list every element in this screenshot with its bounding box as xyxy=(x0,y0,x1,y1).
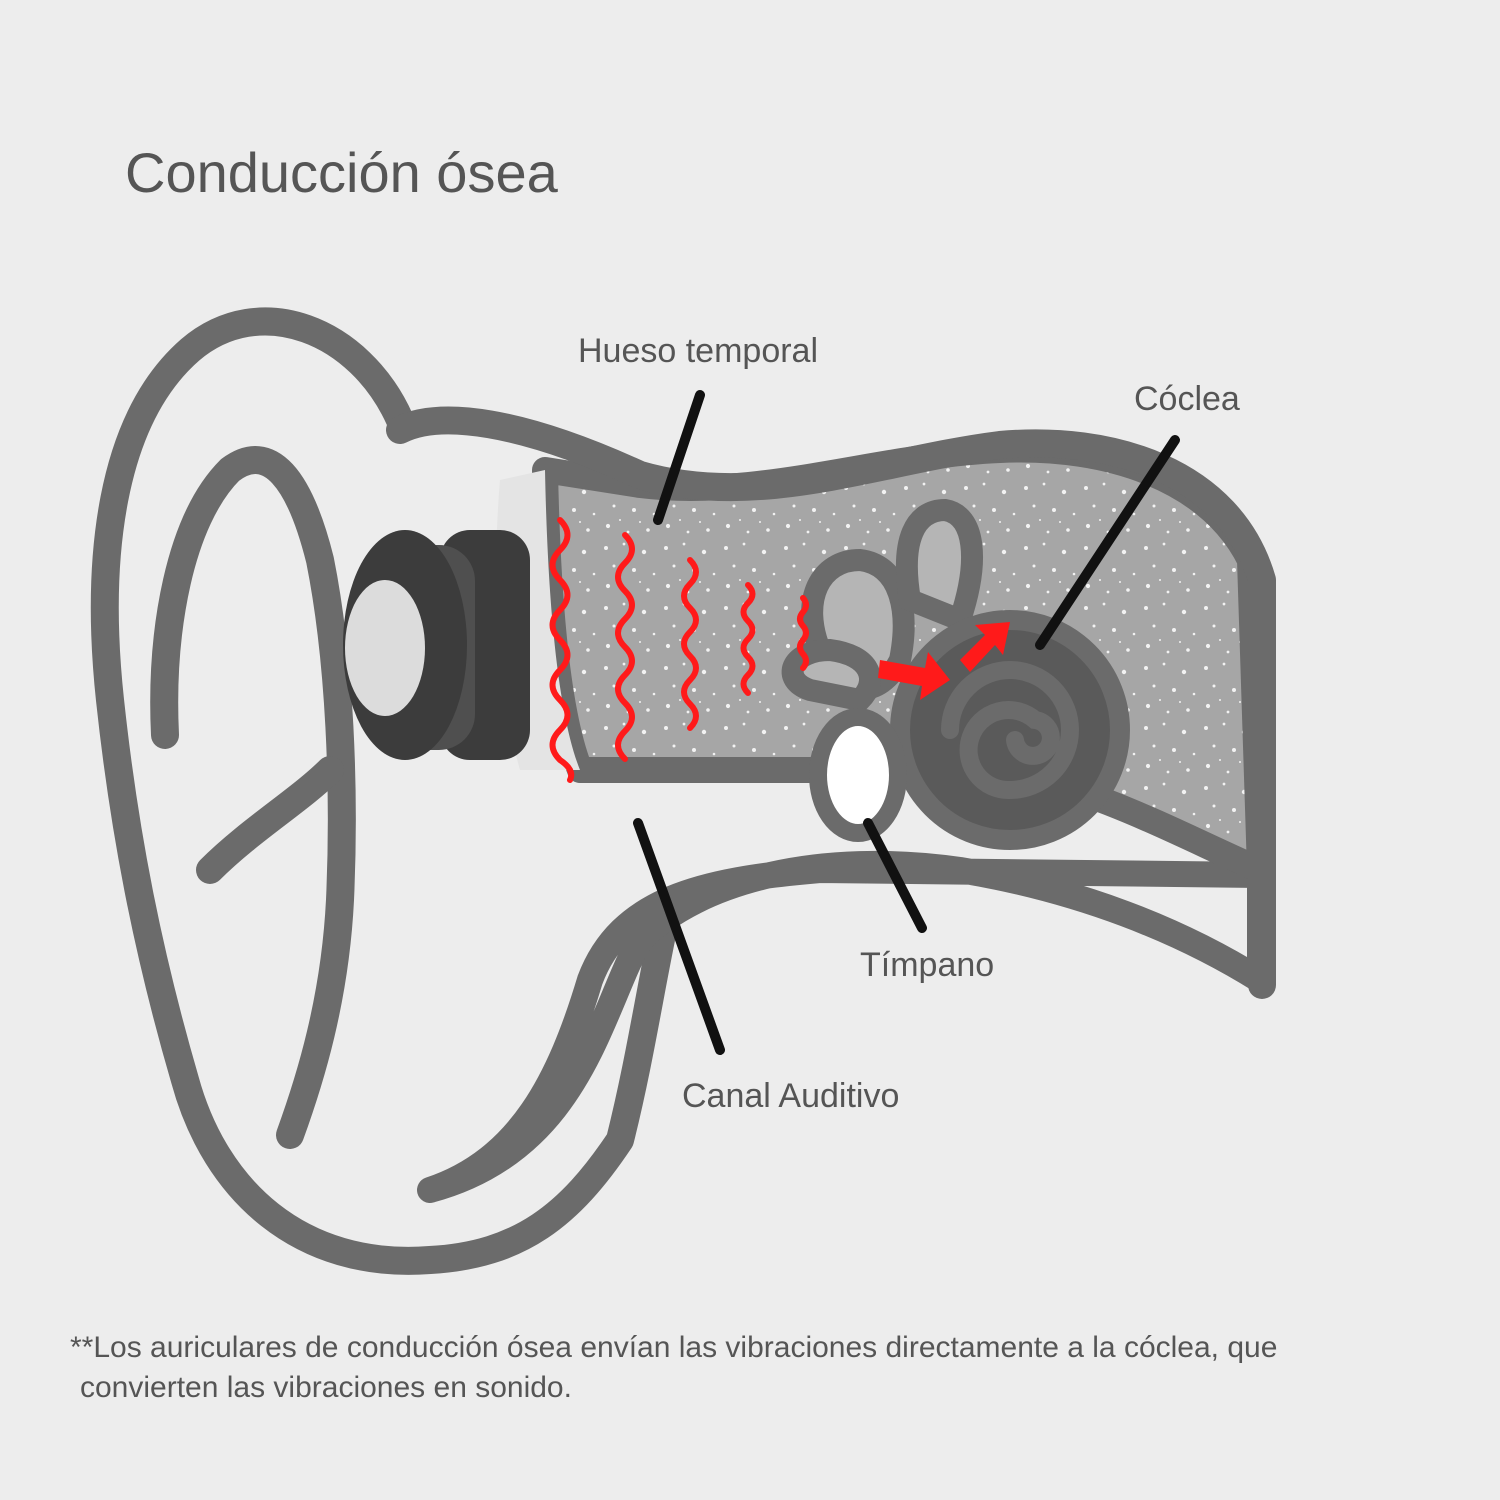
page-title: Conducción ósea xyxy=(125,140,558,205)
footnote-line-1: **Los auriculares de conducción ósea env… xyxy=(70,1328,1495,1368)
label-eardrum: Tímpano xyxy=(860,946,994,985)
bone-conduction-headphone-icon xyxy=(343,530,530,760)
antihelix-fold xyxy=(210,770,330,870)
label-ear-canal: Canal Auditivo xyxy=(682,1077,899,1116)
footnote-line-2: convierten las vibraciones en sonido. xyxy=(70,1368,1495,1408)
ear-canal-lower-wall xyxy=(430,864,1260,1190)
cochlea-icon xyxy=(900,620,1120,840)
footnote: **Los auriculares de conducción ósea env… xyxy=(70,1328,1495,1408)
label-cochlea: Cóclea xyxy=(1134,380,1240,419)
label-temporal-bone: Hueso temporal xyxy=(578,332,818,371)
eardrum-icon xyxy=(818,717,898,833)
